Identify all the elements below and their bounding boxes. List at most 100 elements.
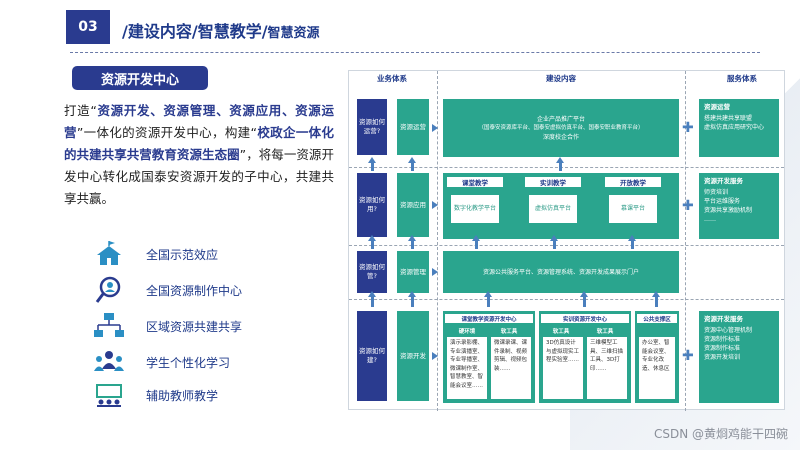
divider bbox=[685, 71, 686, 411]
service-box: 资源运营 搭建共建共享联盟 虚拟仿真应用研究中心 bbox=[699, 99, 779, 157]
plus-icon: ✚ bbox=[682, 348, 694, 364]
para-highlight-2: 校政企一体化的共建共享共营教育资源生态圈 bbox=[64, 125, 334, 162]
row-label: 资源运营 bbox=[397, 99, 429, 155]
arrow-up-icon bbox=[472, 235, 480, 241]
arrow-shaft bbox=[583, 295, 586, 307]
r4-sub-head: 软工具 bbox=[543, 327, 579, 335]
title-main: /建设内容/智慧教学/ bbox=[122, 22, 268, 41]
arrow-shaft bbox=[655, 295, 658, 307]
magnifier-person-icon bbox=[92, 276, 126, 304]
header-divider bbox=[70, 52, 760, 53]
arrow-shaft bbox=[631, 239, 634, 249]
intro-paragraph: 打造“资源开发、资源管理、资源应用、资源运营”一体化的资源开发中心，构建“校政企… bbox=[64, 100, 334, 210]
arrow-shaft bbox=[411, 295, 414, 307]
service-item: 师资培训 bbox=[704, 189, 729, 196]
service-box: 资源开发服务 师资培训 平台运维服务 资源共享激励机制 …… bbox=[699, 173, 779, 239]
feature-item: 学生个性化学习 bbox=[92, 348, 230, 376]
r4-sub-body: 办公室、智能会议室、专业化改造、休息区 bbox=[639, 337, 675, 399]
arrow-shaft bbox=[411, 239, 414, 249]
r4-sub-head: 软工具 bbox=[587, 327, 623, 335]
col-header-business: 业务体系 bbox=[377, 74, 407, 83]
arrow-up-icon bbox=[408, 291, 416, 297]
service-item: 资源共享激励机制 bbox=[704, 207, 753, 214]
arrow-shaft bbox=[553, 239, 556, 249]
col-header-service: 服务体系 bbox=[727, 74, 757, 83]
plus-icon: ✚ bbox=[682, 120, 694, 136]
arrow-shaft bbox=[371, 295, 374, 307]
service-item: 资源制作标准 bbox=[704, 345, 741, 352]
r1-sub2: 深度校企合作 bbox=[542, 133, 579, 141]
architecture-diagram: 业务体系 建设内容 服务体系 资源如何运营? 资源运营 企业产品推广平台 （国泰… bbox=[348, 70, 785, 411]
arrow-shaft bbox=[559, 161, 562, 171]
watermark: CSDN @黄烱鸡能干四碗 bbox=[653, 427, 788, 441]
title-sub: 智慧资源 bbox=[267, 26, 320, 41]
feature-label: 全国示范效应 bbox=[146, 247, 219, 262]
arrow-right-icon bbox=[432, 352, 438, 360]
service-title: 资源运营 bbox=[704, 103, 730, 111]
r4-sub-head: 硬环境 bbox=[449, 327, 485, 335]
arrow-up-icon bbox=[368, 157, 376, 163]
r4-head: 课堂教学资源开发中心 bbox=[445, 314, 533, 323]
para-text-1: 打造“ bbox=[64, 103, 97, 118]
service-item: 虚拟仿真应用研究中心 bbox=[704, 124, 765, 131]
r4-sub-body: 微课录课、课件录制、视频剪辑、视频包装…… bbox=[491, 337, 531, 399]
teacher-board-icon bbox=[92, 381, 126, 409]
feature-item: 全国示范效应 bbox=[92, 240, 218, 268]
arrow-up-icon bbox=[652, 291, 660, 297]
arrow-up-icon bbox=[368, 235, 376, 241]
feature-label: 区域资源共建共享 bbox=[146, 319, 243, 334]
section-number: 03 bbox=[66, 10, 110, 44]
arrow-up-icon bbox=[484, 291, 492, 297]
r2-box-head: 实训教学 bbox=[525, 177, 581, 187]
arrow-right-icon bbox=[432, 268, 438, 276]
feature-item: 辅助教师教学 bbox=[92, 381, 218, 409]
divider bbox=[349, 299, 784, 300]
arrow-shaft bbox=[371, 161, 374, 171]
header: 03 /建设内容/智慧教学/智慧资源 bbox=[0, 0, 800, 56]
r1-main: 企业产品推广平台 bbox=[536, 115, 585, 123]
r2-box-body: 虚拟仿真平台 bbox=[529, 195, 577, 223]
service-title: 资源开发服务 bbox=[704, 315, 743, 323]
service-box: 资源开发服务 资源中心管理机制 资源制作标准 资源制作标准 资源开发培训 bbox=[699, 311, 779, 403]
r2-box-body: 慕课平台 bbox=[609, 195, 657, 223]
feature-item: 区域资源共建共享 bbox=[92, 312, 242, 340]
service-item: 资源开发培训 bbox=[704, 354, 741, 361]
feature-label: 全国资源制作中心 bbox=[146, 283, 243, 298]
feature-item: 全国资源制作中心 bbox=[92, 276, 242, 304]
section-tag: 资源开发中心 bbox=[72, 66, 208, 90]
row3-content: 资源公共服务平台、资源管理系统、资源开发成果展示门户 bbox=[443, 251, 679, 293]
row1-content: 企业产品推广平台 （国泰安资源库平台、国泰安虚拟仿真平台、国泰安职业教育平台） … bbox=[443, 99, 679, 157]
page-title: /建设内容/智慧教学/智慧资源 bbox=[122, 18, 320, 42]
r2-box-head: 开放教学 bbox=[605, 177, 661, 187]
service-item: 平台运维服务 bbox=[704, 198, 741, 205]
service-item: 资源中心管理机制 bbox=[704, 327, 753, 334]
row-question: 资源如何用? bbox=[357, 173, 387, 237]
plus-icon: ✚ bbox=[682, 198, 694, 214]
arrow-right-icon bbox=[432, 201, 438, 209]
service-title: 资源开发服务 bbox=[704, 177, 743, 185]
r4-sub-body: 三维模型工具、三维扫描工具、3D打印…… bbox=[587, 337, 627, 399]
row-label: 资源管理 bbox=[397, 251, 429, 293]
para-text-3: ”，将每一资源开发中心转化成国泰安资源开发的子中心，共建共享共赢。 bbox=[64, 147, 334, 206]
para-highlight-1: 资源开发、资源管理、资源应用、资源运营 bbox=[64, 103, 334, 140]
r4-sub-head: 软工具 bbox=[491, 327, 527, 335]
feature-label: 辅助教师教学 bbox=[146, 388, 219, 403]
arrow-up-icon bbox=[408, 157, 416, 163]
divider bbox=[349, 245, 784, 246]
arrow-right-icon bbox=[432, 124, 438, 132]
r1-sub: （国泰安资源库平台、国泰安虚拟仿真平台、国泰安职业教育平台） bbox=[478, 124, 644, 131]
r4-head: 实训资源开发中心 bbox=[541, 314, 629, 323]
arrow-up-icon bbox=[408, 235, 416, 241]
para-text-2: ”一体化的资源开发中心，构建“ bbox=[76, 125, 257, 140]
award-flag-icon bbox=[92, 240, 126, 268]
service-item: …… bbox=[704, 216, 716, 223]
arrow-shaft bbox=[487, 295, 490, 307]
divider bbox=[349, 167, 784, 168]
arrow-up-icon bbox=[628, 235, 636, 241]
row-question: 资源如何管? bbox=[357, 251, 387, 293]
col-header-build: 建设内容 bbox=[546, 74, 576, 83]
feature-label: 学生个性化学习 bbox=[146, 355, 231, 370]
arrow-shaft bbox=[475, 239, 478, 249]
r4-head: 公共支撑区 bbox=[637, 314, 677, 323]
arrow-shaft bbox=[411, 161, 414, 171]
